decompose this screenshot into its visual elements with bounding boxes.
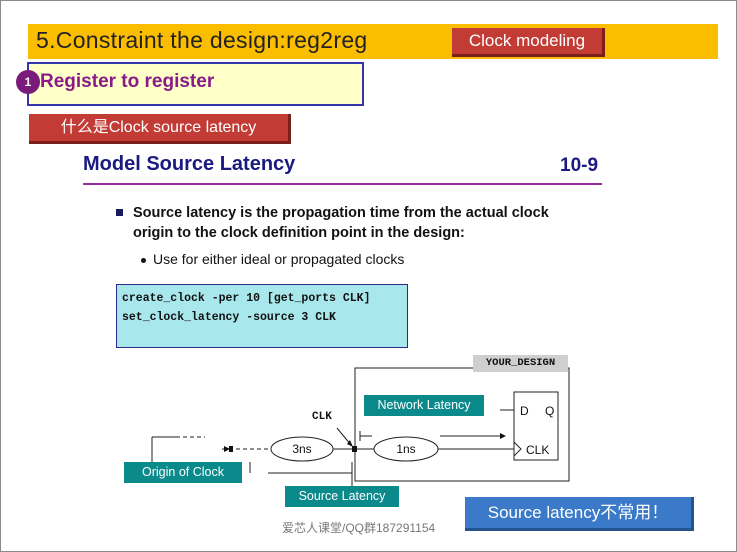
source-latency-note: Source latency不常用！ xyxy=(465,497,694,531)
ff-q-pin: Q xyxy=(545,404,555,418)
origin-of-clock-badge: Origin of Clock xyxy=(124,462,242,483)
code-line-1: create_clock -per 10 [get_ports CLK] xyxy=(122,292,371,305)
clk-port-icon xyxy=(352,446,357,452)
design-boundary xyxy=(354,367,570,482)
code-line-2: set_clock_latency -source 3 CLK xyxy=(122,311,336,324)
source-latency-badge: Source Latency xyxy=(285,486,399,507)
clk-port-label: CLK xyxy=(312,411,332,423)
page-number: 10-9 xyxy=(560,155,599,176)
title-underline xyxy=(83,183,602,185)
network-latency-badge: Network Latency xyxy=(364,395,484,416)
source-delay-label: 3ns xyxy=(292,442,312,456)
sub-bullet-text: Use for either ideal or propagated clock… xyxy=(153,251,405,267)
model-title: Model Source Latency xyxy=(83,153,296,175)
clock-modeling-badge: Clock modeling xyxy=(452,28,605,57)
code-box xyxy=(116,284,408,348)
question-badge: 什么是Clock source latency xyxy=(29,114,291,144)
your-design-label: YOUR_DESIGN xyxy=(473,355,568,372)
origin-arrow-icon xyxy=(224,446,230,452)
bullet-square-icon xyxy=(116,209,123,216)
network-delay-label: 1ns xyxy=(396,442,416,456)
watermark: 爱芯人课堂/QQ群187291154 xyxy=(282,521,436,535)
ff-clk-pin: CLK xyxy=(526,443,550,457)
subtitle-text: Register to register xyxy=(40,71,215,92)
slide-title: 5.Constraint the design:reg2reg xyxy=(36,27,368,53)
subtitle-box xyxy=(27,62,364,106)
sub-bullet-dot-icon xyxy=(141,258,146,263)
bullet-text: Source latency is the propagation time f… xyxy=(133,205,549,241)
clock-edge-icon xyxy=(513,441,522,457)
ff-d-pin: D xyxy=(520,404,529,418)
step-number-badge: 1 xyxy=(16,70,40,94)
